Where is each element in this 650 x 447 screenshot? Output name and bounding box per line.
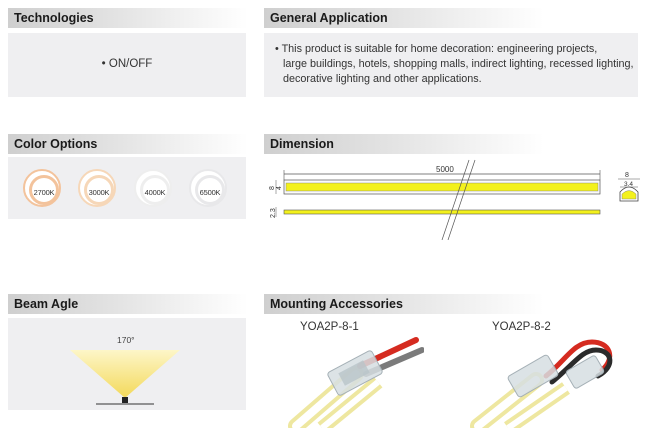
color-label: 6500K [199,188,221,197]
color-options-panel: 2700K 3000K 4000K 6500K [8,157,246,219]
application-line-1: • This product is suitable for home deco… [275,43,598,55]
color-label: 3000K [88,188,110,197]
break-line [441,159,470,240]
beam-cone [70,350,180,398]
color-label: 2700K [33,188,55,197]
length-label: 5000 [436,165,454,174]
width-label: 8 [269,186,276,190]
accessory-label-2: YOA2P-8-2 [492,321,551,333]
mounting-accessories-title: Mounting Accessories [270,297,403,311]
application-line-3: decorative lighting and other applicatio… [283,73,482,85]
light-source [122,397,128,403]
dimension-drawing: 5000 8 4 2.3 8 3.4 [269,159,640,240]
general-application-panel: • This product is suitable for home deco… [264,33,638,97]
beam-angle-title: Beam Agle [14,297,79,311]
break-line [447,159,476,240]
color-label: 4000K [144,188,166,197]
color-ring: 6500K [195,175,225,205]
strip-bottom [283,209,601,215]
cross-section-led [621,190,637,200]
color-ring: 3000K [84,175,114,205]
color-option-2700k: 2700K [23,169,61,207]
technologies-header: Technologies [8,8,248,28]
section-width-label: 8 [625,172,629,179]
beam-angle-label: 170° [117,335,135,345]
technologies-title: Technologies [14,11,94,25]
technology-item: • ON/OFF [101,58,153,70]
color-option-4000k: 4000K [134,169,172,207]
section-inner-label: 3.4 [624,181,633,188]
beam-angle-header: Beam Agle [8,294,248,314]
general-application-header: General Application [264,8,544,28]
height-label: 2.3 [270,208,277,218]
beam-diagram: 170° [70,335,180,405]
accessory-label-1: YOA2P-8-1 [300,321,359,333]
accessory-image-1 [288,337,424,428]
application-text: • This product is suitable for home deco… [275,42,634,87]
dimension-header: Dimension [264,134,544,154]
dimension-title: Dimension [270,137,334,151]
color-options-title: Color Options [14,137,98,151]
color-option-3000k: 3000K [78,169,116,207]
color-ring: 2700K [29,175,59,205]
application-line-2: large buildings, hotels, shopping malls,… [283,58,634,70]
color-option-6500k: 6500K [189,169,227,207]
strip-top-led [285,182,599,192]
accessory-image-2 [470,339,613,428]
general-application-title: General Application [270,11,388,25]
mounting-accessories-header: Mounting Accessories [264,294,544,314]
technologies-panel: • ON/OFF [8,33,246,97]
color-options-header: Color Options [8,134,248,154]
color-ring: 4000K [140,175,170,205]
beam-angle-panel: 170° [8,318,246,410]
inner-width-label: 4 [276,186,283,190]
